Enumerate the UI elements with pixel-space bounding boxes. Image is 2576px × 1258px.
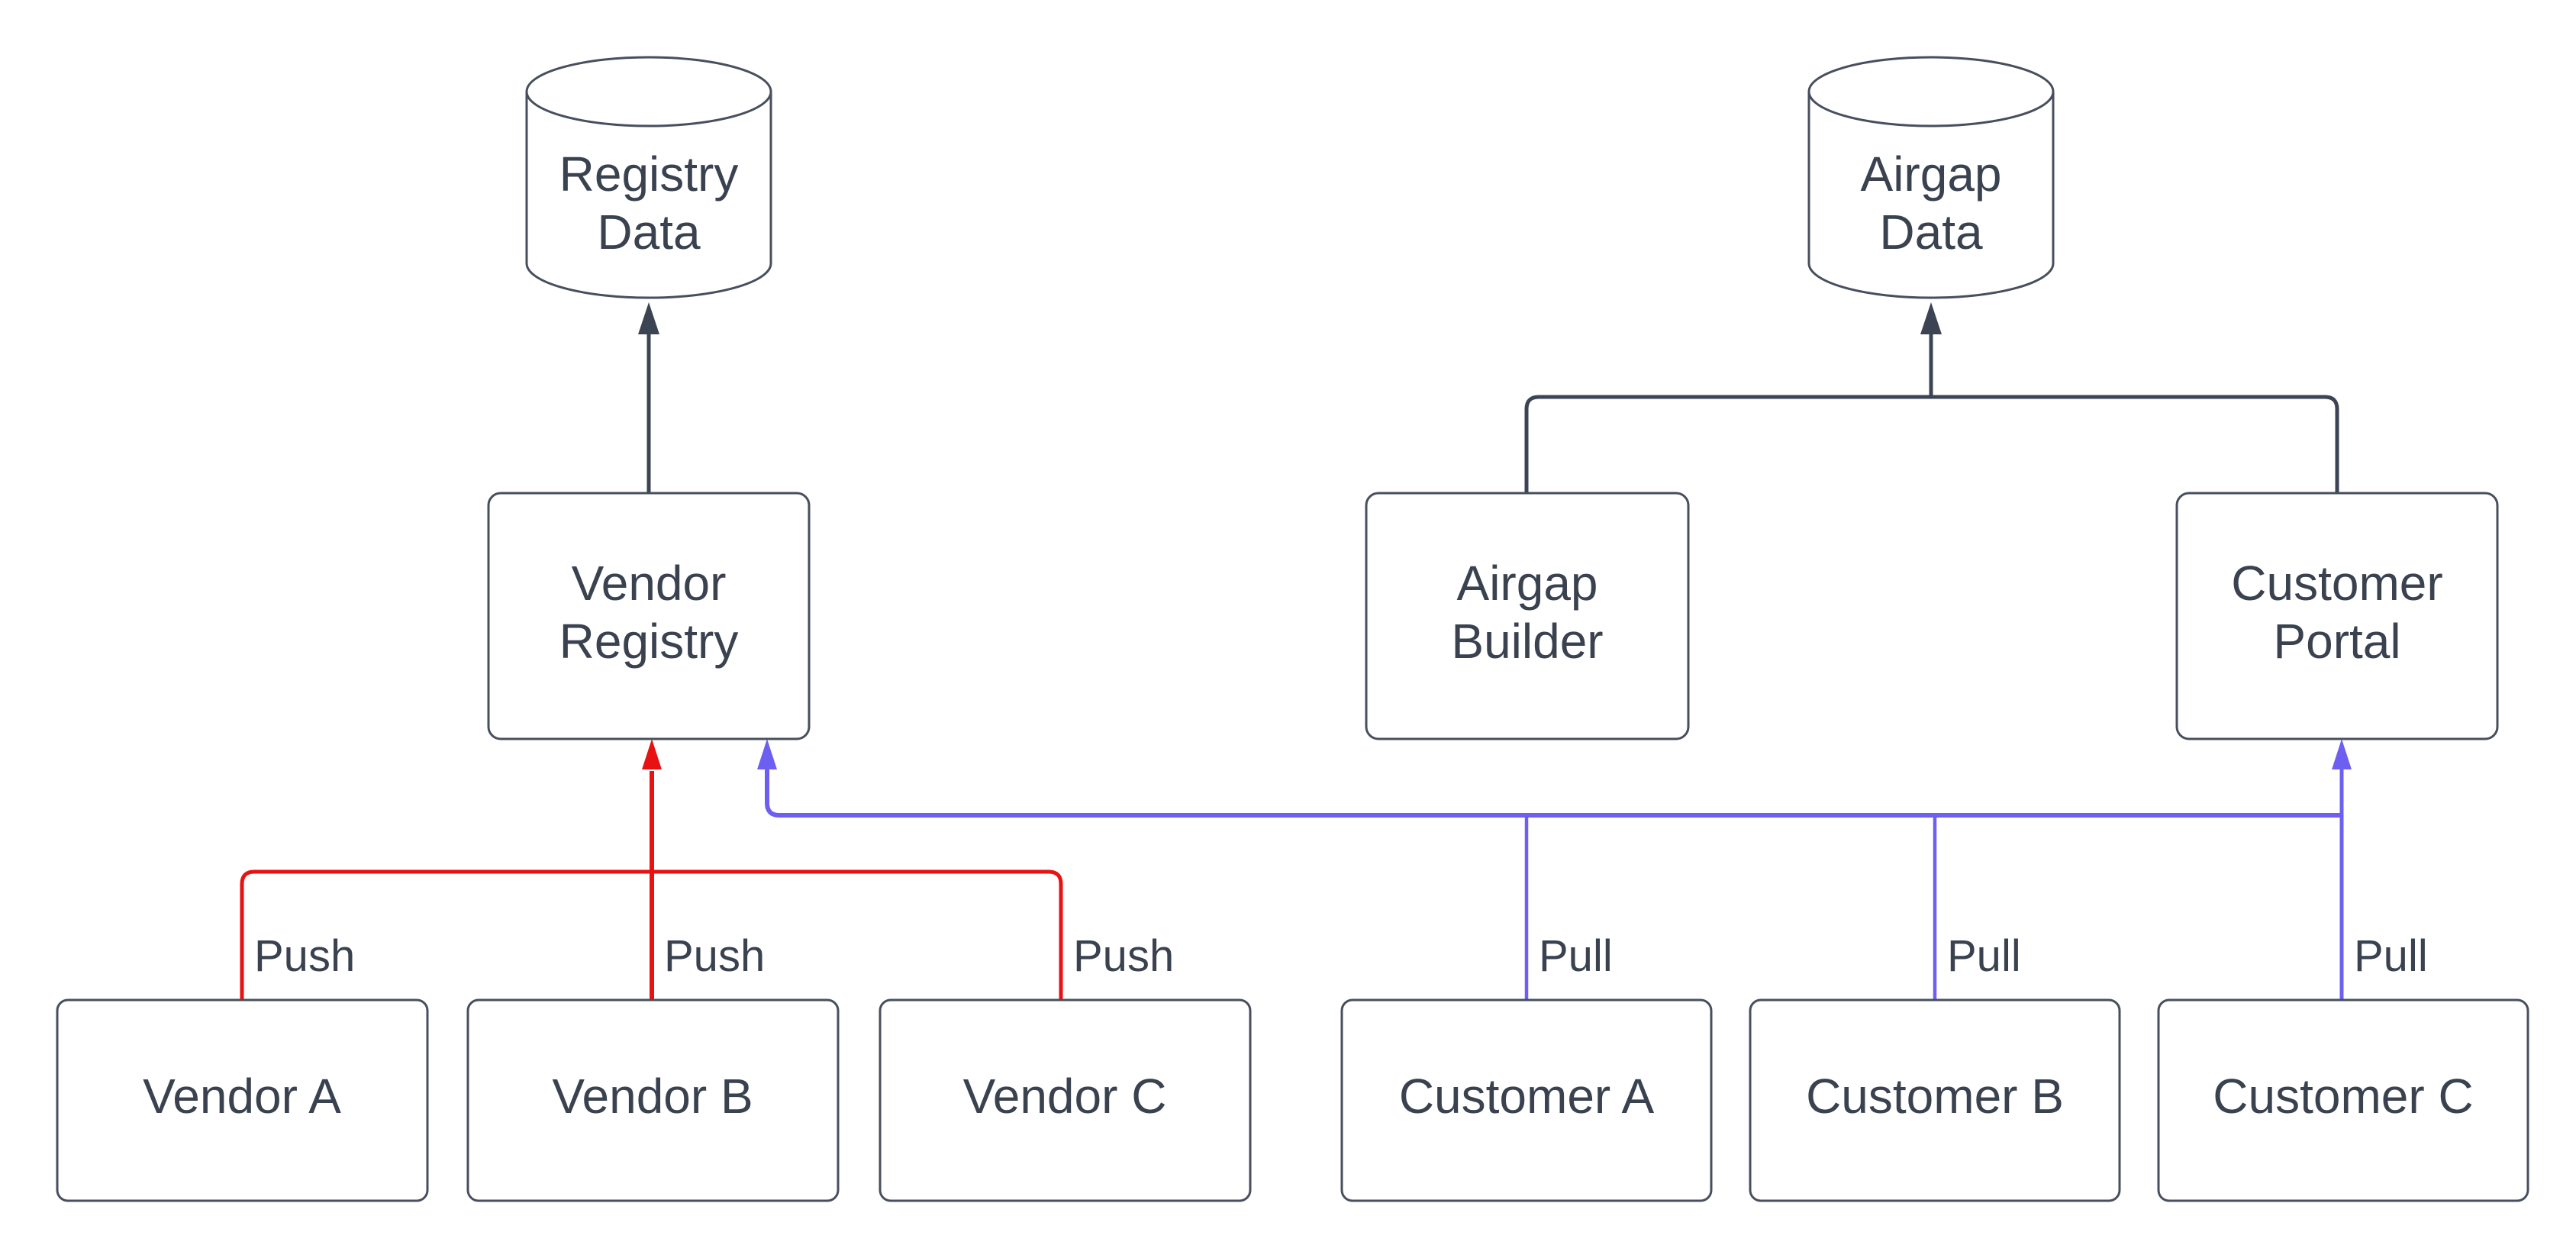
arrowhead-up-icon [1920, 302, 1942, 334]
datastore-label-line2: Data [1879, 205, 1983, 260]
node-customer-c: Customer C [2157, 998, 2529, 1202]
push-label-vendor-c: Push [1073, 931, 1174, 981]
customer-box [2157, 998, 2529, 1202]
vendor-label: Vendor A [143, 1069, 341, 1124]
node-vendor-a: Vendor A [56, 998, 429, 1202]
datastore-label-line1: Registry [559, 147, 739, 202]
cylinder-rim [1807, 91, 2055, 127]
customer-box [1749, 998, 2121, 1202]
edge-vendor-registry-to-registry-data [638, 302, 659, 500]
arrowhead-up-icon [757, 739, 777, 769]
service-label-line2: Registry [559, 614, 739, 669]
arrowhead-up-icon [2332, 739, 2352, 769]
service-box [487, 492, 811, 740]
vendor-box [466, 998, 840, 1202]
arrowhead-up-icon [642, 739, 662, 769]
service-box [2175, 492, 2499, 740]
service-box [1365, 492, 1690, 740]
datastore-label-line2: Data [597, 205, 701, 260]
customer-label: Customer A [1399, 1069, 1655, 1124]
node-customer-b: Customer B [1749, 998, 2121, 1202]
vendor-box [879, 998, 1252, 1202]
service-vendor-registry: Vendor Registry [487, 492, 811, 740]
arrowhead-up-icon [638, 302, 659, 334]
pull-label-customer-b: Pull [1947, 931, 2021, 981]
vendor-label: Vendor C [963, 1069, 1167, 1124]
node-vendor-b: Vendor B [466, 998, 840, 1202]
node-vendor-c: Vendor C [879, 998, 1252, 1202]
push-label-vendor-b: Push [664, 931, 765, 981]
service-label-line2: Builder [1451, 614, 1603, 669]
service-label-line1: Vendor [572, 556, 727, 611]
service-airgap-builder: Airgap Builder [1365, 492, 1690, 740]
push-label-vendor-a: Push [254, 931, 355, 981]
service-customer-portal: Customer Portal [2175, 492, 2499, 740]
customer-label: Customer C [2213, 1069, 2473, 1124]
vendor-box [56, 998, 429, 1202]
service-label-line2: Portal [2273, 614, 2400, 669]
pull-label-customer-c: Pull [2354, 931, 2428, 981]
edge-vendors-push-tree [240, 739, 1063, 1000]
pull-label-customer-a: Pull [1539, 931, 1613, 981]
customer-box [1340, 998, 1713, 1202]
customer-label: Customer B [1806, 1069, 2064, 1124]
vendor-label: Vendor B [552, 1069, 753, 1124]
service-label-line1: Customer [2231, 556, 2442, 611]
service-label-line1: Airgap [1457, 556, 1598, 611]
edge-builders-to-airgap-data [1524, 302, 2339, 500]
datastore-registry-data: Registry Data [525, 56, 772, 299]
cylinder-rim [525, 91, 772, 127]
edge-line [765, 769, 2342, 818]
datastore-label-line1: Airgap [1861, 147, 2002, 202]
edge-customers-pull-tree [757, 739, 2352, 1000]
edge-line [1524, 395, 2339, 500]
datastore-airgap-data: Airgap Data [1807, 56, 2055, 299]
node-customer-a: Customer A [1340, 998, 1713, 1202]
